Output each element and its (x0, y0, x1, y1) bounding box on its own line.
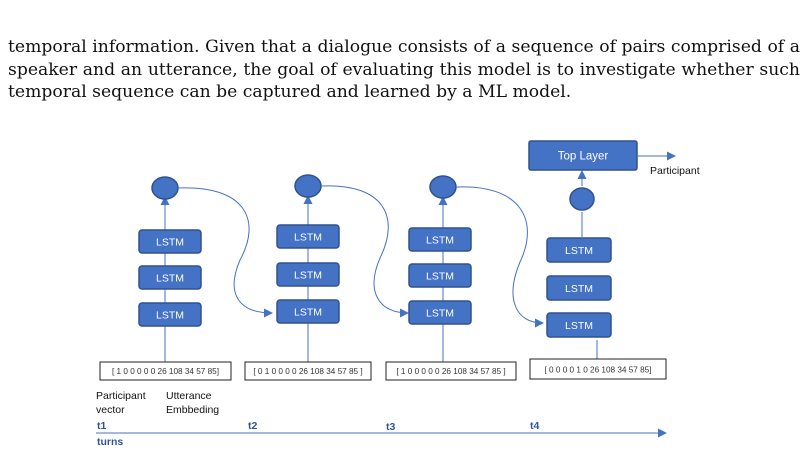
participant-vector-caption: vector (96, 404, 125, 416)
svg-text:[ 1 0 0 0 0 0 26 108 34 57 8: [ 1 0 0 0 0 0 26 108 34 57 85] (112, 367, 219, 376)
hidden-state-node (569, 187, 595, 211)
svg-text:LSTM: LSTM (426, 271, 454, 283)
svg-text:LSTM: LSTM (426, 308, 454, 320)
input-vector-box: [ 1 0 0 0 0 0 26 108 34 57 85 ] (385, 361, 517, 381)
lstm-block: LSTM (408, 227, 472, 252)
recurrent-connection (177, 187, 273, 318)
body-paragraph: temporal information. Given that a dialo… (8, 36, 800, 104)
svg-text:[ 0 1 0 0 0 0 26 108 34 57 85: [ 0 1 0 0 0 0 26 108 34 57 85 ] (253, 367, 362, 376)
recurrent-connection (320, 185, 409, 318)
input-vector-box: [ 0 0 0 0 1 0 26 108 34 57 85] (529, 358, 667, 380)
lstm-block: LSTM (546, 237, 612, 263)
participant-vector-caption: Participant (96, 390, 146, 402)
svg-text:[ 0 0 0 0 1 0 26 108 34 57 85: [ 0 0 0 0 1 0 26 108 34 57 85] (545, 366, 652, 375)
turn-label: t1 (97, 420, 106, 432)
top-layer-block: Top Layer (528, 140, 638, 171)
svg-text:LSTM: LSTM (565, 320, 593, 332)
svg-text:[ 1 0 0 0 0 0 26 108 34 57 85: [ 1 0 0 0 0 0 26 108 34 57 85 ] (396, 367, 505, 376)
utterance-embedding-caption: Utterance (166, 390, 212, 402)
utterance-embedding-caption: Embbeding (166, 404, 219, 416)
svg-text:LSTM: LSTM (294, 232, 322, 244)
svg-text:LSTM: LSTM (156, 237, 184, 249)
lstm-block: LSTM (138, 302, 202, 327)
svg-text:LSTM: LSTM (565, 283, 593, 295)
input-vector-box: [ 0 1 0 0 0 0 26 108 34 57 85 ] (244, 361, 372, 381)
hidden-state-node (429, 175, 457, 199)
hidden-state-node (151, 176, 179, 200)
lstm-block: LSTM (408, 300, 472, 325)
lstm-block: LSTM (276, 224, 340, 249)
turn-label: t2 (248, 420, 257, 432)
lstm-block: LSTM (138, 265, 202, 290)
paragraph-line: temporal sequence can be captured and le… (8, 82, 572, 102)
input-vector-box: [ 1 0 0 0 0 0 26 108 34 57 85] (99, 361, 232, 381)
svg-text:Top Layer: Top Layer (558, 151, 609, 163)
paragraph-line: speaker and an utterance, the goal of ev… (8, 59, 800, 80)
svg-text:LSTM: LSTM (294, 307, 322, 319)
svg-text:LSTM: LSTM (156, 273, 184, 285)
lstm-block: LSTM (276, 299, 340, 324)
svg-text:LSTM: LSTM (565, 245, 593, 257)
lstm-block: LSTM (276, 262, 340, 287)
svg-text:LSTM: LSTM (156, 310, 184, 322)
turn-label: t4 (530, 420, 539, 432)
recurrent-connection (455, 186, 544, 328)
lstm-block: LSTM (546, 312, 612, 338)
lstm-block: LSTM (546, 275, 612, 301)
turn-label: t3 (386, 421, 395, 433)
turns-axis-label: turns (97, 436, 123, 448)
svg-text:LSTM: LSTM (294, 270, 322, 282)
output-label: Participant (650, 165, 700, 177)
lstm-block: LSTM (138, 229, 202, 254)
paragraph-line: temporal information. Given that a dialo… (8, 37, 800, 57)
hidden-state-node (294, 174, 322, 198)
lstm-block: LSTM (408, 263, 472, 288)
svg-text:LSTM: LSTM (426, 235, 454, 247)
